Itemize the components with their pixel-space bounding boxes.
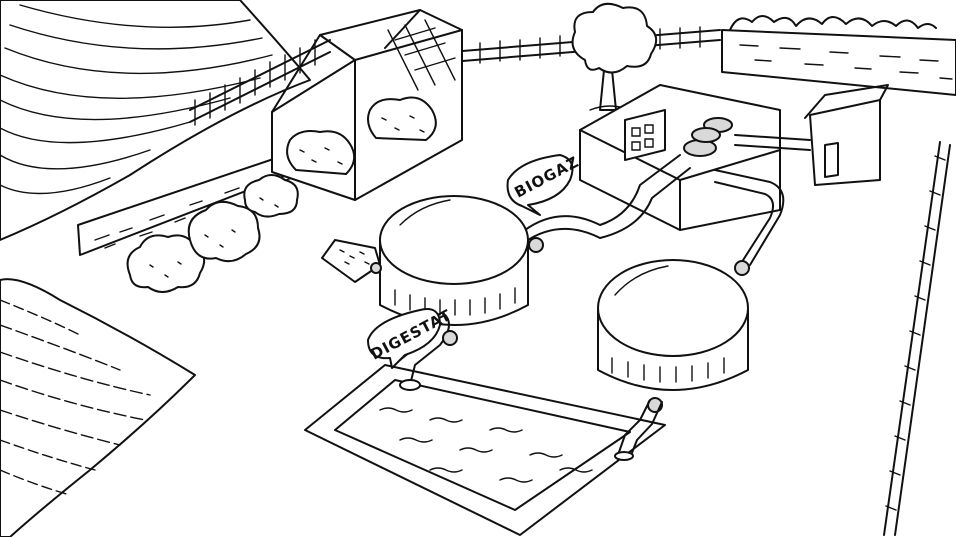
- control-building: [579, 84, 781, 231]
- bushes: [126, 174, 299, 293]
- small-house: [804, 84, 889, 186]
- fence-top-left: [189, 39, 331, 126]
- digester-tank-2: [597, 259, 750, 413]
- feedstock-shed: [271, 9, 463, 201]
- fence-right: [883, 141, 951, 536]
- gas-pipes: [524, 134, 811, 269]
- feed-hopper: [321, 239, 381, 283]
- biogas-label-bubble: BIOGAZ: [506, 153, 582, 216]
- digestate-label-bubble: DIGESTAT: [367, 306, 455, 369]
- tree: [571, 2, 658, 111]
- stone-wall-back: [721, 15, 956, 96]
- digester-tank-1: [370, 195, 544, 326]
- plowed-field-bottom: [0, 278, 196, 537]
- digestate-lagoon: [304, 314, 666, 536]
- plowed-field-top: [0, 0, 311, 241]
